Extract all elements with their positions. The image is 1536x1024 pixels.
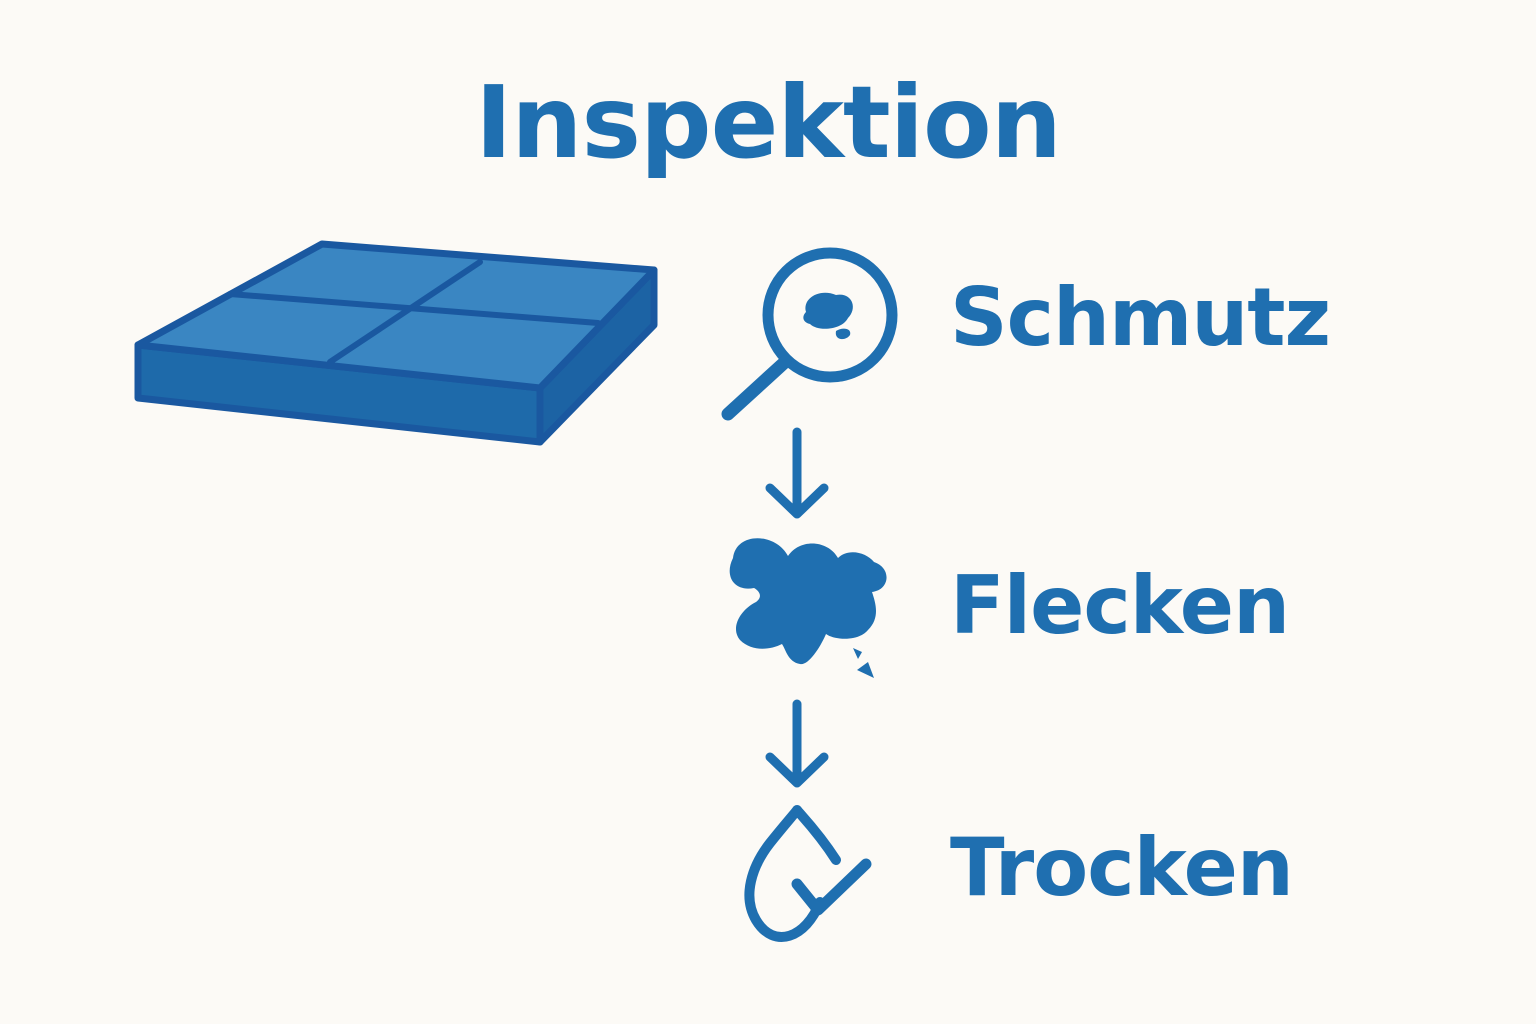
- panel-grid-line: [327, 259, 483, 365]
- arrow-down-icon: [765, 427, 829, 519]
- solar-panel-icon: [134, 240, 658, 446]
- page-title: Inspektion: [475, 64, 1062, 181]
- step-label-schmutz: Schmutz: [950, 271, 1331, 364]
- arrow-down-icon: [765, 699, 829, 788]
- stain-splat-icon: [729, 538, 887, 678]
- step-label-flecken: Flecken: [950, 559, 1290, 652]
- flow-icons: [721, 247, 898, 942]
- drop-check-icon: [744, 805, 872, 942]
- magnifier-dirt-icon: [721, 247, 898, 421]
- step-label-trocken: Trocken: [950, 821, 1294, 914]
